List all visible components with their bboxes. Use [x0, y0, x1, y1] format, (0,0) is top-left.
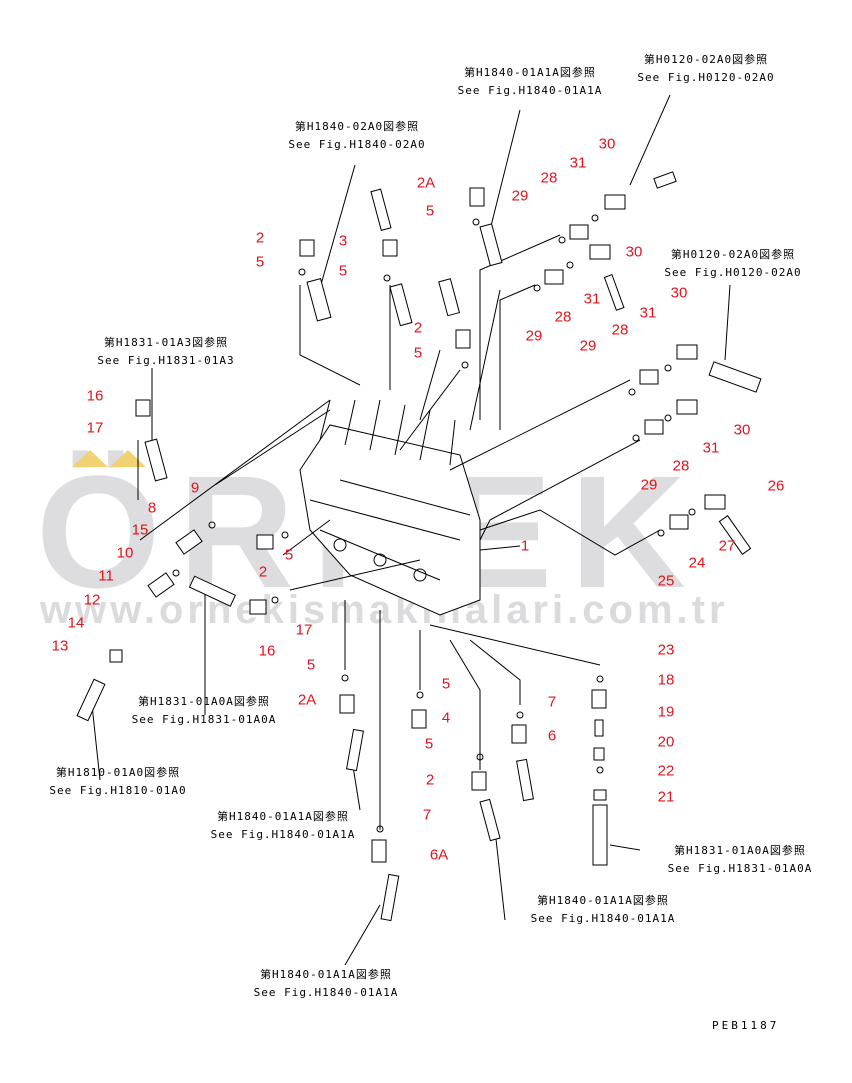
callout: 30: [625, 243, 643, 261]
drawing-code: PEB1187: [712, 1019, 780, 1032]
callout: 4: [441, 709, 451, 727]
callout: 5: [441, 675, 451, 693]
callout: 28: [540, 169, 558, 187]
callout: 21: [657, 788, 675, 806]
callout: 31: [702, 439, 720, 457]
callout: 25: [657, 572, 675, 590]
callout: 16: [258, 642, 276, 660]
callout: 14: [67, 614, 85, 632]
callout: 5: [413, 344, 423, 362]
callout: 9: [190, 479, 200, 497]
callout: 27: [718, 537, 736, 555]
callout: 11: [98, 567, 114, 585]
watermark-url: www.ornekismakinalari.com.tr: [40, 588, 729, 632]
callout: 29: [640, 476, 658, 494]
callout: 3: [338, 232, 348, 250]
callout: 6A: [429, 846, 449, 864]
callout: 15: [131, 521, 149, 539]
callout: 19: [657, 703, 675, 721]
callout: 31: [583, 290, 601, 308]
callout: 2A: [416, 174, 436, 192]
callout: 29: [525, 327, 543, 345]
callout: 2A: [297, 691, 317, 709]
callout: 5: [338, 262, 348, 280]
callout: 13: [51, 637, 69, 655]
callout: 12: [83, 591, 101, 609]
callout: 30: [733, 421, 751, 439]
callout: 26: [767, 477, 785, 495]
callout: 29: [579, 337, 597, 355]
callout: 31: [639, 304, 657, 322]
callout: 28: [554, 308, 572, 326]
callout: 6: [547, 727, 557, 745]
callout: 5: [424, 735, 434, 753]
callout: 17: [295, 621, 313, 639]
callout: 16: [86, 387, 104, 405]
callout: 24: [688, 554, 706, 572]
callout: 1: [520, 537, 530, 555]
callout: 29: [511, 187, 529, 205]
callout: 30: [670, 284, 688, 302]
callout: 2: [413, 319, 423, 337]
callout: 17: [86, 419, 104, 437]
control-valve-body: [299, 399, 481, 616]
callout: 22: [657, 762, 675, 780]
callout: 5: [255, 253, 265, 271]
callout: 10: [116, 544, 134, 562]
callout: 2: [255, 229, 265, 247]
callout: 28: [611, 321, 629, 339]
callout: 2: [258, 563, 268, 581]
callout: 23: [657, 641, 675, 659]
callout: 20: [657, 733, 675, 751]
callout: 7: [422, 806, 432, 824]
callout: 5: [284, 546, 294, 564]
callout: 18: [657, 671, 675, 689]
callout: 8: [147, 499, 157, 517]
callout: 30: [598, 135, 616, 153]
callout: 2: [425, 771, 435, 789]
callout: 5: [306, 656, 316, 674]
callout: 5: [425, 202, 435, 220]
callout: 7: [547, 693, 557, 711]
callout: 31: [569, 154, 587, 172]
callout: 28: [672, 457, 690, 475]
